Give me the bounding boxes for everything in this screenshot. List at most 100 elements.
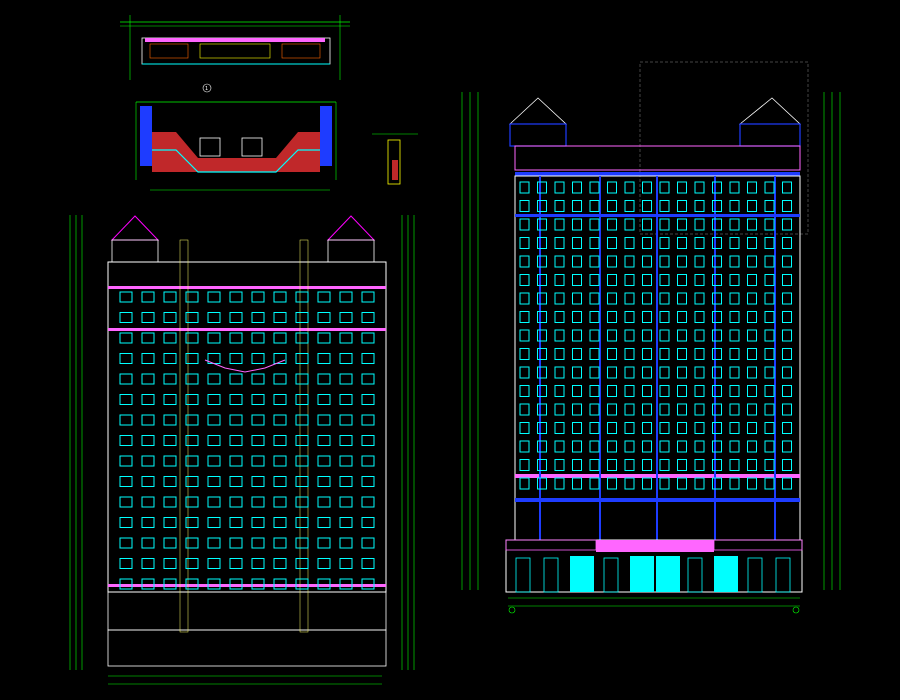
window [273, 496, 287, 508]
window [677, 200, 687, 212]
window [229, 476, 243, 487]
window [229, 558, 243, 569]
window [729, 366, 740, 379]
window [712, 348, 722, 360]
window [163, 537, 177, 549]
window [589, 292, 600, 305]
window [207, 578, 221, 590]
window [317, 435, 331, 446]
window [119, 537, 133, 549]
window [163, 394, 177, 405]
window [712, 385, 722, 397]
window [251, 578, 265, 590]
section-marker-icon [202, 83, 212, 93]
window [251, 414, 265, 426]
window [624, 348, 635, 360]
window [141, 312, 155, 323]
window [747, 366, 757, 379]
window [229, 373, 243, 385]
window [119, 414, 133, 426]
window [659, 440, 670, 453]
window [361, 332, 375, 344]
window [624, 459, 635, 471]
window [295, 435, 309, 446]
window [764, 459, 775, 471]
window [607, 311, 617, 323]
window [273, 517, 287, 528]
window [554, 422, 565, 434]
window [361, 373, 375, 385]
window [747, 311, 757, 323]
window [185, 455, 199, 467]
window [729, 440, 740, 453]
window [163, 558, 177, 569]
window [361, 476, 375, 487]
window [764, 292, 775, 305]
window [141, 578, 155, 590]
window [317, 291, 331, 303]
window [251, 455, 265, 467]
window [694, 403, 705, 416]
window [295, 394, 309, 405]
window [607, 366, 617, 379]
window [589, 274, 600, 286]
window [537, 422, 547, 434]
window [589, 218, 600, 231]
window [163, 578, 177, 590]
window [624, 292, 635, 305]
window [273, 332, 287, 344]
window [677, 459, 687, 471]
window [764, 366, 775, 379]
window [572, 218, 582, 231]
window [163, 373, 177, 385]
window [712, 440, 722, 453]
window [729, 181, 740, 194]
window [229, 353, 243, 364]
window [537, 292, 547, 305]
window [764, 274, 775, 286]
window [659, 348, 670, 360]
window [141, 291, 155, 303]
window [295, 476, 309, 487]
window [119, 476, 133, 487]
window [317, 353, 331, 364]
window [361, 394, 375, 405]
window [317, 517, 331, 528]
window [642, 366, 652, 379]
window [712, 403, 722, 416]
window [642, 200, 652, 212]
window [694, 200, 705, 212]
window [519, 274, 530, 286]
window [764, 311, 775, 323]
window [677, 255, 687, 268]
window [677, 237, 687, 249]
window [659, 255, 670, 268]
window [229, 414, 243, 426]
window [659, 200, 670, 212]
window [207, 312, 221, 323]
window [317, 414, 331, 426]
window [251, 332, 265, 344]
window [537, 255, 547, 268]
window [519, 200, 530, 212]
window [185, 312, 199, 323]
window [554, 329, 565, 342]
window [747, 274, 757, 286]
window [339, 517, 353, 528]
window [185, 394, 199, 405]
window [764, 255, 775, 268]
window [554, 218, 565, 231]
window [677, 292, 687, 305]
window [572, 403, 582, 416]
window [642, 348, 652, 360]
left-elevation [69, 215, 415, 685]
window [251, 353, 265, 364]
window [764, 348, 775, 360]
window [782, 422, 792, 434]
window [764, 385, 775, 397]
window [537, 274, 547, 286]
window [163, 476, 177, 487]
window [694, 292, 705, 305]
window [185, 578, 199, 590]
axis-bubble-icon [792, 606, 800, 614]
